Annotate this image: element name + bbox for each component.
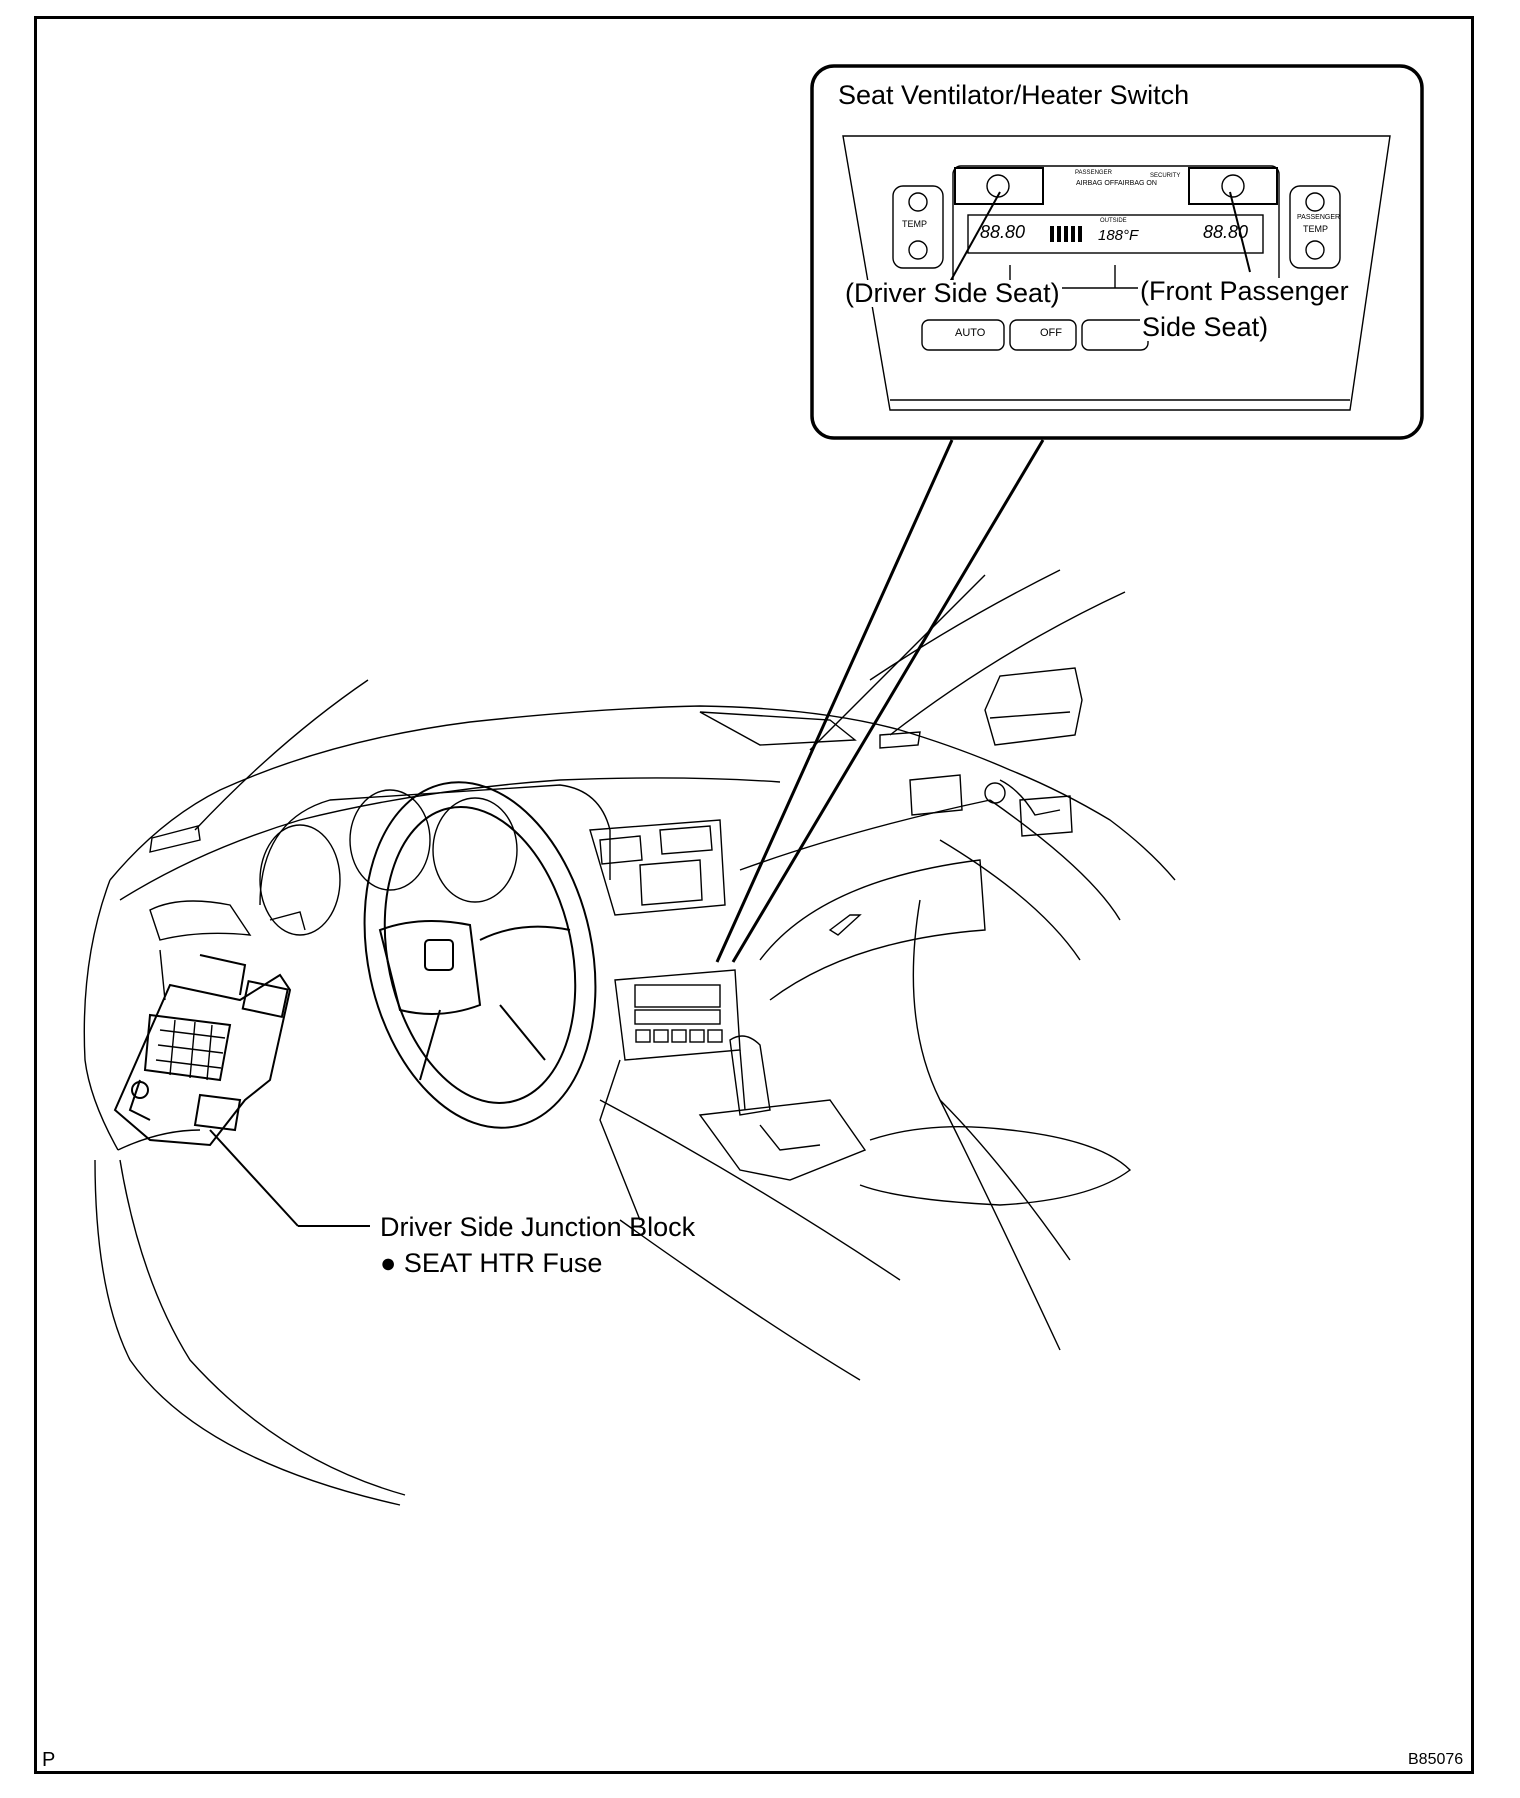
auto-button-text: AUTO	[955, 327, 986, 339]
floor-lines	[912, 799, 1121, 1351]
junction-grid	[155, 1019, 226, 1081]
right-temp-text-line1: PASSENGER	[1297, 214, 1341, 221]
airbag-off-text: AIRBAG OFF	[1076, 180, 1119, 187]
junction-leader-line	[209, 1129, 299, 1227]
auto-button	[921, 319, 1005, 351]
control-panel	[842, 135, 1391, 411]
passenger-dash	[739, 774, 1073, 1001]
off-button	[1009, 319, 1077, 351]
junction-block	[113, 954, 292, 1147]
dashboard-top	[109, 705, 1176, 901]
outside-text: OUTSIDE	[1100, 218, 1127, 224]
callout-pointer-lines	[949, 191, 1251, 283]
driver-seat-switch	[954, 167, 1044, 205]
footer-left-mark: P	[42, 1749, 56, 1771]
instrument-cluster	[259, 784, 611, 936]
callout-title: Seat Ventilator/Heater Switch	[838, 80, 1190, 110]
center-stack	[589, 819, 746, 1221]
diagram-frame	[34, 16, 1474, 1774]
figure-id: B85076	[1408, 1751, 1464, 1768]
windshield-lines	[194, 569, 1126, 831]
bullet-icon: ●	[380, 1248, 397, 1278]
driver-side-seat-label: (Driver Side Seat)	[843, 278, 1062, 308]
right-temp-button	[1289, 185, 1341, 269]
display-right-readout: 88.80	[1203, 222, 1249, 242]
right-temp-text-line2: TEMP	[1303, 224, 1329, 234]
left-temp-text: TEMP	[902, 219, 928, 229]
junction-block-label: Driver Side Junction Block	[380, 1212, 696, 1242]
callout-leader-lines	[715, 439, 1045, 963]
display-left-readout: 88.80	[980, 222, 1026, 242]
passenger-side-seat-label-line2: Side Seat)	[1140, 312, 1271, 342]
shifter-console	[599, 1035, 1132, 1381]
off-button-text: OFF	[1040, 327, 1062, 339]
lcd-display	[967, 214, 1264, 254]
seat-htr-fuse-label: ● SEAT HTR Fuse	[380, 1250, 602, 1277]
left-door	[83, 879, 406, 1506]
passenger-side-seat-label-line1: (Front Passenger	[1138, 276, 1351, 306]
left-temp-button	[892, 185, 944, 269]
seat-htr-fuse-text: SEAT HTR Fuse	[403, 1248, 603, 1278]
side-mirror	[984, 667, 1083, 746]
passenger-header-text: PASSENGER	[1075, 170, 1112, 176]
steering-wheel	[363, 781, 597, 1129]
console-buttons	[635, 1029, 723, 1043]
display-mid-readout: 188°F	[1098, 227, 1139, 244]
callout-box	[810, 64, 1424, 440]
security-text: SECURITY	[1150, 173, 1181, 179]
airbag-on-text: AIRBAG ON	[1118, 180, 1157, 187]
